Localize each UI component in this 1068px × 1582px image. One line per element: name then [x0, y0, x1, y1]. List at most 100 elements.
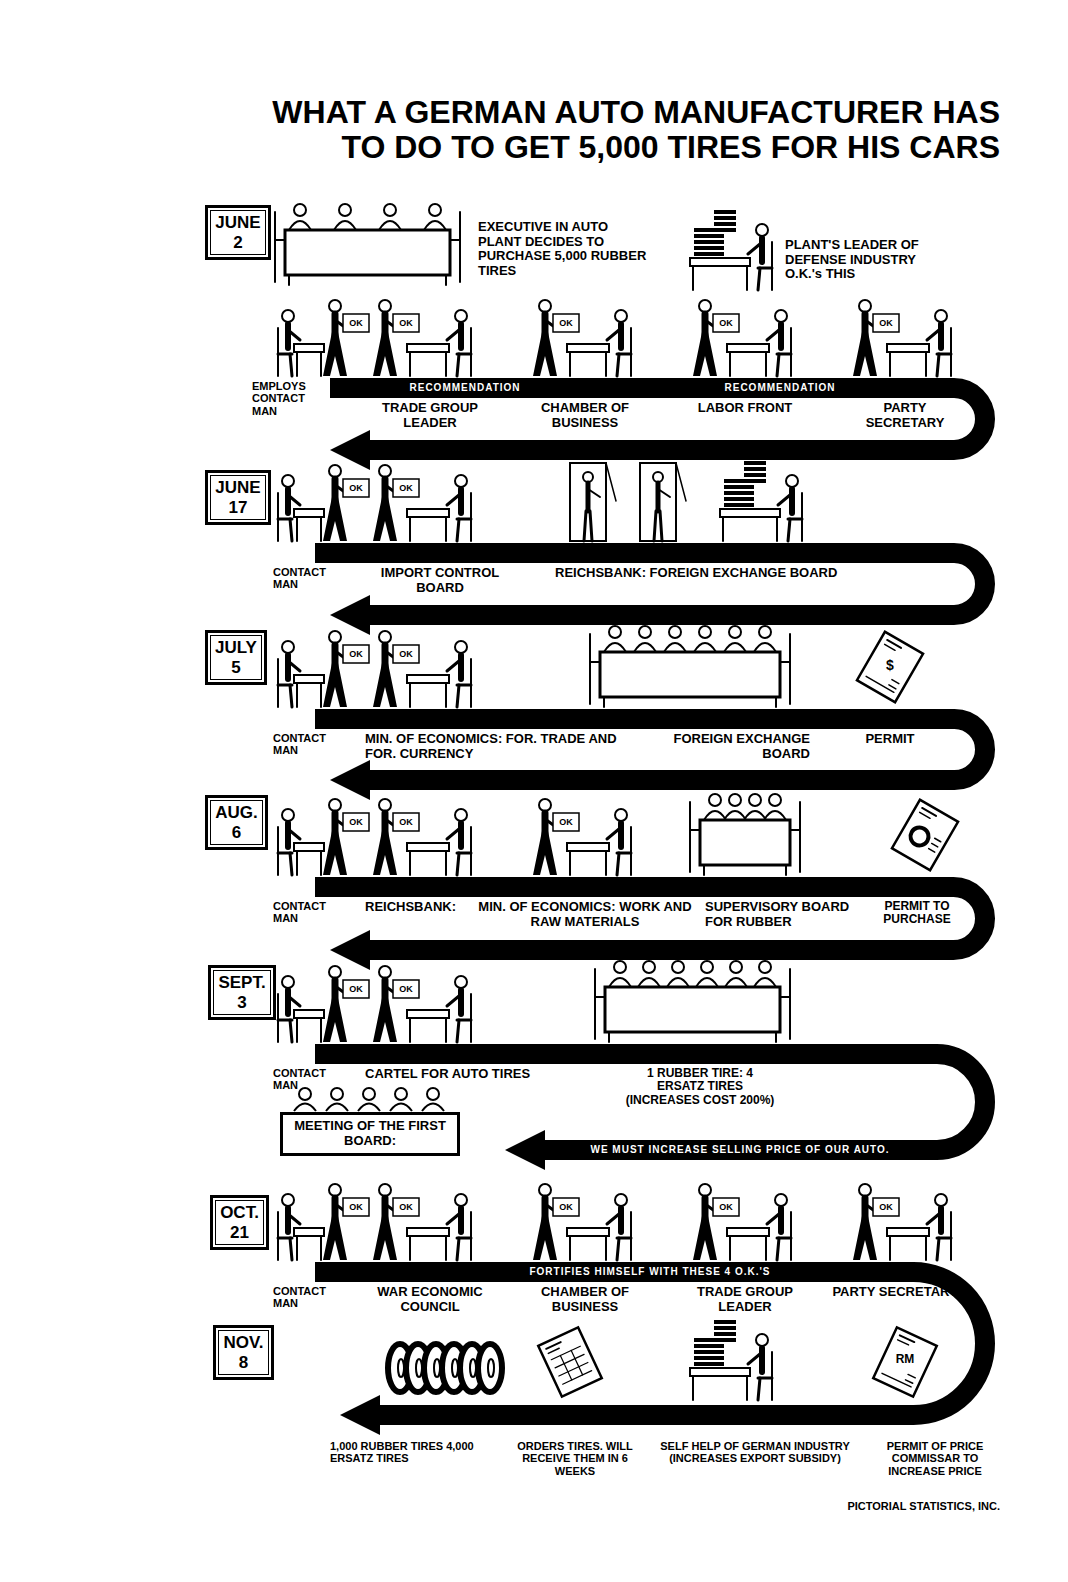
- figure-stroke: [409, 517, 411, 541]
- label-text: EMPLOYS CONTACT MAN: [252, 380, 322, 417]
- figure-stroke: [654, 511, 656, 541]
- figure-shape: [407, 509, 449, 517]
- figure-stroke: [277, 994, 279, 1042]
- label-text: EXECUTIVE IN AUTO PLANT DECIDES TO PURCH…: [478, 220, 648, 278]
- figure-shape: [407, 1010, 449, 1018]
- figure-shape: [343, 314, 369, 332]
- figure-head: [455, 475, 467, 487]
- figure-shape: [873, 1198, 899, 1216]
- ok-stamp: OK: [553, 816, 579, 828]
- figure-head: [769, 794, 781, 806]
- figure-head: [709, 794, 721, 806]
- node-text: MEETING OF THE FIRST BOARD:: [293, 1119, 447, 1149]
- figure-stroke: [470, 659, 472, 707]
- figure-stroke: [925, 352, 927, 376]
- figure-stroke: [409, 683, 411, 707]
- node-text: 21: [220, 1223, 259, 1243]
- figure-stroke: [470, 493, 472, 541]
- date-box: OCT.21: [210, 1195, 269, 1250]
- label-text: WAR ECONOMIC COUNCIL: [365, 1285, 495, 1314]
- ok-stamp: OK: [343, 317, 369, 329]
- figure-shape: [694, 252, 724, 256]
- figure-stroke: [885, 644, 895, 650]
- figure-stroke: [285, 990, 291, 1014]
- label-text: SUPERVISORY BOARD FOR RUBBER: [705, 900, 865, 929]
- figure-stroke: [605, 1236, 607, 1260]
- figure-stroke: [409, 352, 411, 376]
- figure-shape: [393, 1198, 419, 1216]
- figure-stroke: [765, 1236, 767, 1260]
- figure-stroke: [288, 829, 300, 839]
- figure-stroke: [320, 851, 322, 875]
- figure-stroke: [617, 1238, 619, 1260]
- figure-shape: [323, 332, 347, 376]
- figure-stroke: [777, 1238, 779, 1260]
- figure-stroke: [288, 495, 300, 505]
- label-text: ORDERS TIRES. WILL RECEIVE THEM IN 6 WEE…: [505, 1440, 645, 1477]
- figure-stroke: [358, 1104, 380, 1112]
- figure-shape: [694, 228, 724, 232]
- figure-stroke: [457, 1020, 459, 1042]
- figure-stroke: [722, 517, 724, 541]
- figure-stroke: [571, 1350, 582, 1374]
- label-text: CHAMBER OF BUSINESS: [520, 401, 650, 430]
- figure-stroke: [285, 489, 291, 513]
- figure-stroke: [676, 463, 686, 501]
- figure-shape: [713, 314, 739, 332]
- figure-stroke: [778, 324, 784, 348]
- figure-stroke: [929, 849, 935, 853]
- figure-shape: [553, 813, 579, 831]
- label-text: PICTORIAL STATISTICS, INC.: [780, 1500, 1000, 1512]
- label-text: RM: [891, 1353, 919, 1366]
- label-text: PERMIT TO PURCHASE: [872, 900, 962, 927]
- figure-stroke: [594, 969, 596, 1039]
- figure-shape: [294, 344, 324, 352]
- figure-stroke: [470, 328, 472, 376]
- label-text: CONTACT MAN: [273, 1285, 335, 1310]
- figure-head: [379, 1184, 391, 1196]
- figure-stroke: [790, 1212, 792, 1260]
- figure-stroke: [689, 802, 691, 872]
- figure-stroke: [748, 244, 760, 254]
- figure-stroke: [447, 1214, 459, 1224]
- figure-stroke: [445, 683, 447, 707]
- figure-shape: [323, 1216, 347, 1260]
- figure-stroke: [776, 517, 778, 541]
- figure-stroke: [288, 330, 300, 340]
- figure-shape: [393, 813, 419, 831]
- band-text: RECOMMENDATION: [705, 382, 855, 394]
- figure-shape: [605, 987, 780, 1032]
- figure-shape: [693, 332, 717, 376]
- ok-stamp: OK: [343, 482, 369, 494]
- figure-shape: [393, 980, 419, 998]
- figure-shape: [853, 332, 877, 376]
- figure-shape: [373, 663, 397, 707]
- figure-stroke: [290, 1020, 292, 1042]
- figure-stroke: [422, 1104, 444, 1112]
- figure-stroke: [729, 1236, 731, 1260]
- figure-stroke: [618, 1208, 624, 1232]
- figure-head: [539, 799, 551, 811]
- figure-stroke: [746, 1376, 748, 1400]
- tire-icon: [478, 1344, 502, 1392]
- figure-stroke: [898, 1340, 909, 1345]
- figure-stroke: [937, 1238, 939, 1260]
- node-text: 2: [215, 233, 261, 253]
- figure-stroke: [789, 489, 795, 513]
- node-text: 3: [218, 993, 266, 1013]
- figure-stroke: [285, 1208, 291, 1232]
- figure-head: [282, 475, 294, 487]
- figure-head: [455, 976, 467, 988]
- document-icon: [892, 800, 958, 870]
- figure-head: [384, 204, 396, 216]
- date-box: AUG.6: [205, 795, 268, 850]
- figure-shape: [694, 246, 724, 250]
- figure-stroke: [937, 354, 939, 376]
- figure-head: [729, 794, 741, 806]
- figure-shape: [724, 491, 754, 495]
- band-text: WE MUST INCREASE SELLING PRICE OF OUR AU…: [545, 1144, 935, 1156]
- figure-stroke: [889, 352, 891, 376]
- figure-stroke: [458, 990, 464, 1014]
- figure-stroke: [785, 865, 787, 875]
- figure-shape: [714, 222, 736, 226]
